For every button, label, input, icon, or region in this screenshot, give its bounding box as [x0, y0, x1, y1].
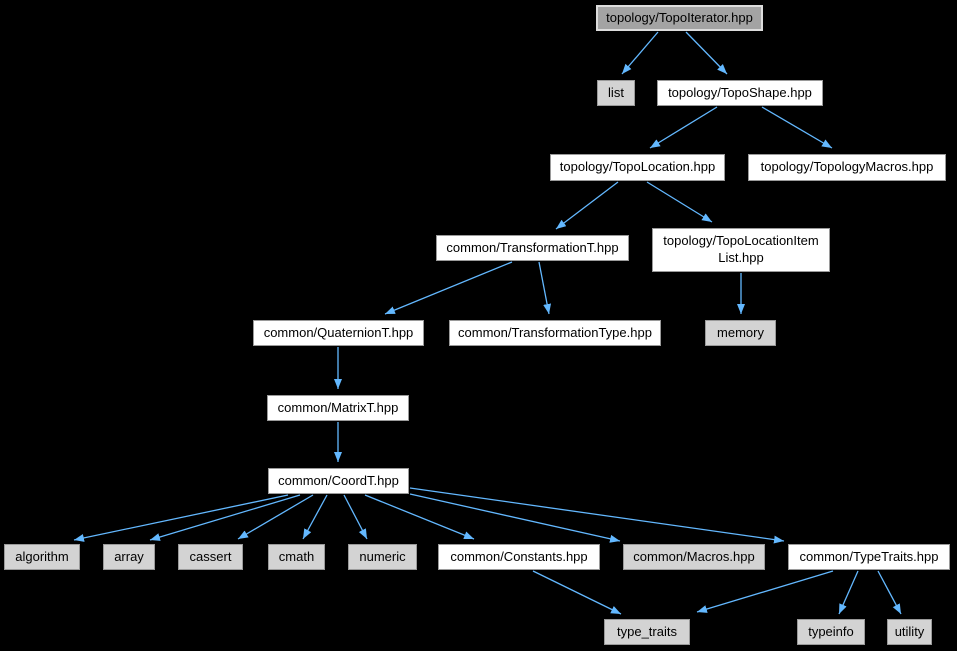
- graph-node-topologymacros[interactable]: topology/TopologyMacros.hpp: [748, 154, 946, 181]
- graph-node-array: array: [103, 544, 155, 570]
- edge-transformationt-to-transformationtype: [538, 261, 552, 315]
- edge-transformationt-to-quaterniont: [384, 261, 513, 315]
- edge-coordt-to-constants: [364, 494, 475, 540]
- graph-node-algorithm: algorithm: [4, 544, 80, 570]
- edge-typetraits-to-utility: [877, 570, 902, 615]
- graph-node-toposhape[interactable]: topology/TopoShape.hpp: [657, 80, 823, 106]
- edge-topoiterator-to-toposhape: [685, 31, 728, 75]
- graph-node-quaterniont[interactable]: common/QuaternionT.hpp: [253, 320, 424, 346]
- graph-node-constants[interactable]: common/Constants.hpp: [438, 544, 600, 570]
- graph-node-utility: utility: [887, 619, 932, 645]
- edge-topolocation-to-transformationt: [555, 181, 619, 230]
- graph-node-transformationtype[interactable]: common/TransformationType.hpp: [449, 320, 661, 346]
- graph-node-cassert: cassert: [178, 544, 243, 570]
- graph-node-topolocation[interactable]: topology/TopoLocation.hpp: [550, 154, 725, 181]
- graph-node-topolocationitemlist[interactable]: topology/TopoLocationItem List.hpp: [652, 228, 830, 272]
- graph-node-macros: common/Macros.hpp: [623, 544, 765, 570]
- edge-topoiterator-to-list: [621, 31, 659, 75]
- graph-node-coordt[interactable]: common/CoordT.hpp: [268, 468, 409, 494]
- graph-node-matrixt[interactable]: common/MatrixT.hpp: [267, 395, 409, 421]
- edge-typetraits-to-type_traits: [696, 570, 834, 613]
- graph-node-transformationt[interactable]: common/TransformationT.hpp: [436, 235, 629, 261]
- graph-node-typeinfo: typeinfo: [797, 619, 865, 645]
- edge-coordt-to-algorithm: [73, 494, 289, 542]
- edge-typetraits-to-typeinfo: [838, 570, 859, 615]
- edge-toposhape-to-topolocation: [649, 106, 718, 149]
- edge-coordt-to-array: [149, 494, 301, 541]
- graph-node-list: list: [597, 80, 635, 106]
- edge-coordt-to-numeric: [343, 494, 368, 540]
- edge-coordt-to-macros: [409, 493, 621, 543]
- graph-node-topoiterator: topology/TopoIterator.hpp: [596, 5, 763, 31]
- edge-coordt-to-cmath: [302, 494, 328, 540]
- edge-toposhape-to-topologymacros: [761, 106, 833, 149]
- graph-node-cmath: cmath: [268, 544, 325, 570]
- edge-topolocation-to-topolocationitemlist: [646, 181, 713, 223]
- edge-coordt-to-typetraits: [409, 487, 785, 544]
- graph-node-memory: memory: [705, 320, 776, 346]
- graph-node-numeric: numeric: [348, 544, 417, 570]
- graph-node-typetraits[interactable]: common/TypeTraits.hpp: [788, 544, 950, 570]
- edge-coordt-to-cassert: [237, 494, 314, 540]
- edge-constants-to-type_traits: [532, 570, 622, 615]
- graph-node-type_traits: type_traits: [604, 619, 690, 645]
